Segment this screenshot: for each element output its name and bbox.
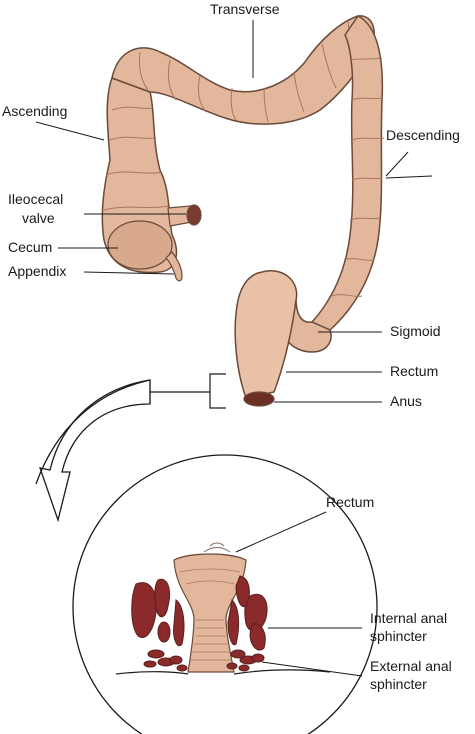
label-cecum: Cecum [8,239,52,255]
descending-haustra [331,57,385,297]
inset-skin-line [115,669,331,675]
label-internal-line1: Internal anal [370,610,447,626]
ascending-colon [101,77,178,274]
inset-canal-folds [179,568,241,661]
large-intestine-illustration [101,15,385,407]
cecum-shape [107,220,173,270]
label-ileocecal-line1: Ileocecal [8,191,63,207]
anus-opening [243,391,275,407]
rectum-inset [72,454,378,734]
appendix-shape [165,251,183,282]
label-rectum: Rectum [390,363,438,379]
callout-arrow [35,379,151,523]
inset-left-muscles [131,578,188,672]
label-inset-rectum: Rectum [326,494,374,510]
label-sigmoid: Sigmoid [390,323,441,339]
colon-labels: Transverse Ascending Descending Ileoceca… [2,1,460,409]
inset-labels: Rectum Internal anal sphincter External … [235,494,452,692]
rectum-shape [234,270,298,399]
label-external-line1: External anal [370,658,452,674]
label-ileocecal-line2: valve [22,210,55,226]
inset-right-muscles [226,575,268,672]
ileocecal-opening [186,204,202,226]
label-ascending: Ascending [2,103,67,119]
label-external-line2: sphincter [370,676,427,692]
label-appendix: Appendix [8,263,66,279]
rectum-bracket [149,373,226,409]
label-anus: Anus [390,393,422,409]
inset-rectum-top [203,542,231,553]
label-internal-line2: sphincter [370,628,427,644]
inset-rectal-canal [173,553,247,673]
label-transverse: Transverse [210,1,280,17]
label-descending: Descending [386,127,460,143]
